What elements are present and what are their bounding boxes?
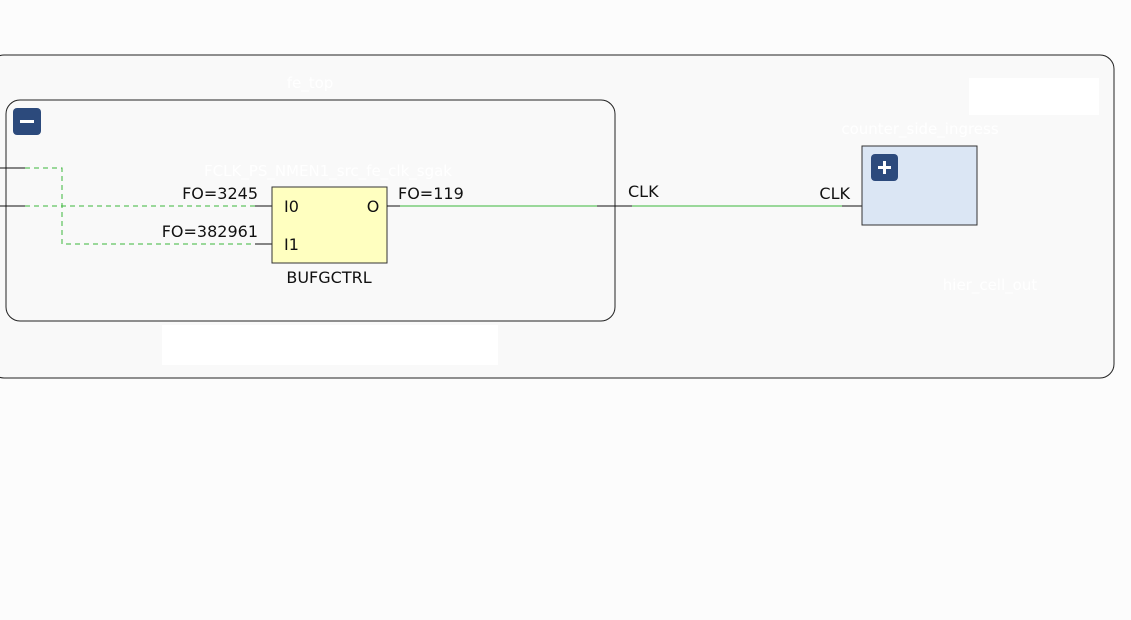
cell-name: BUFGCTRL <box>286 268 371 287</box>
right-module-caption: hier_cell_out <box>943 276 1038 295</box>
right-module[interactable]: counter_side_ingress CLK hier_cell_out <box>819 120 1037 295</box>
fanout-i1: FO=382961 <box>162 222 258 241</box>
fanout-o: FO=119 <box>398 184 464 203</box>
fanout-i0: FO=3245 <box>182 184 258 203</box>
right-module-title: counter_side_ingress <box>841 120 999 139</box>
bufgctrl-cell[interactable]: I0 I1 O BUFGCTRL <box>271 186 388 287</box>
inner-module-footer <box>162 325 498 365</box>
outer-module-title: fe_top <box>287 74 334 93</box>
expand-button[interactable] <box>871 154 898 181</box>
inner-module-title: FCLK_PS_NMEN1_src_fe_clk_sgak <box>204 162 452 181</box>
pin-i1-label: I1 <box>284 235 299 254</box>
input-nets[interactable] <box>0 167 272 245</box>
pin-o-label: O <box>367 197 380 216</box>
port-out-label: CLK <box>628 182 659 201</box>
outer-module-badge <box>969 78 1099 115</box>
collapse-button[interactable] <box>13 108 41 135</box>
pin-i0-label: I0 <box>284 197 299 216</box>
right-module-pin-label: CLK <box>819 184 850 203</box>
